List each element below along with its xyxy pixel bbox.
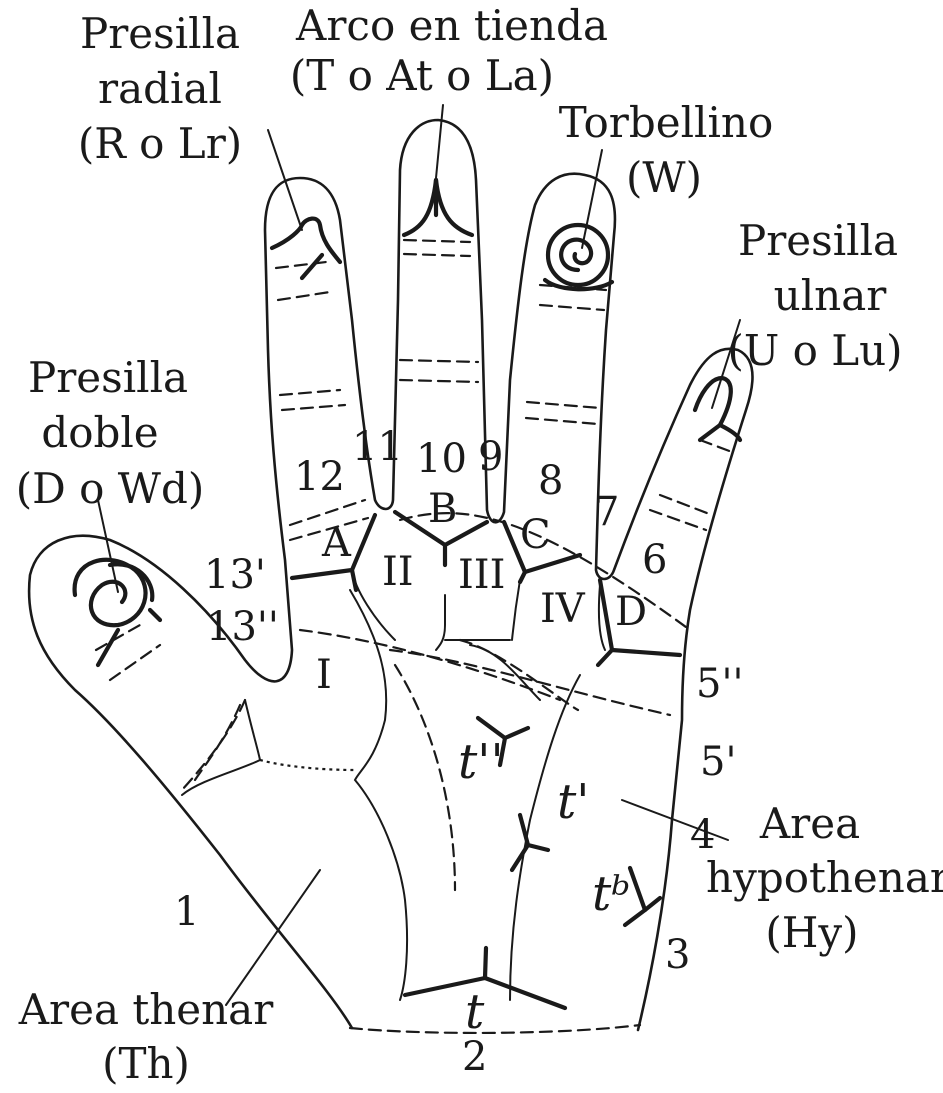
label-presilla-radial-2: radial bbox=[98, 64, 222, 113]
triradius-d-label: D bbox=[615, 589, 647, 635]
exit-1: 1 bbox=[174, 889, 199, 935]
triradius-t-double-prime-label: t'' bbox=[458, 734, 504, 790]
label-torbellino-1: Torbellino bbox=[559, 98, 774, 147]
exit-13-prime: 13' bbox=[204, 552, 266, 598]
exit-4: 4 bbox=[690, 812, 715, 858]
exit-7: 7 bbox=[594, 489, 619, 535]
label-area-hypothenar-1: Area bbox=[759, 799, 860, 848]
label-presilla-ulnar-1: Presilla bbox=[738, 216, 898, 265]
triradius-c-label: C bbox=[520, 512, 551, 558]
wrist-line bbox=[350, 1025, 640, 1033]
whorl-pattern bbox=[545, 225, 612, 289]
label-presilla-ulnar-3: (U o Lu) bbox=[727, 326, 902, 375]
label-presilla-radial-3: (R o Lr) bbox=[78, 119, 242, 168]
triradius-tb-label: tᵇ bbox=[592, 866, 630, 922]
exit-3: 3 bbox=[665, 932, 690, 978]
label-presilla-doble-2: doble bbox=[41, 408, 158, 457]
label-area-hypothenar-3: (Hy) bbox=[765, 908, 858, 957]
palmar-triradii-labels: t t' t'' tᵇ bbox=[458, 734, 630, 1040]
triradius-b-label: B bbox=[428, 486, 457, 532]
area-iii-label: III bbox=[458, 552, 505, 598]
label-presilla-ulnar-2: ulnar bbox=[774, 271, 888, 320]
label-torbellino-2: (W) bbox=[626, 153, 702, 202]
exit-10: 10 bbox=[416, 436, 467, 482]
ulnar-loop-pattern bbox=[695, 378, 740, 440]
exit-12: 12 bbox=[294, 454, 345, 500]
triradius-t-prime-label: t' bbox=[557, 774, 589, 830]
label-area-thenar-1: Area thenar bbox=[18, 985, 275, 1034]
label-area-thenar-2: (Th) bbox=[102, 1039, 190, 1088]
area-labels: Presilla radial (R o Lr) Arco en tienda … bbox=[16, 1, 943, 1088]
exit-2: 2 bbox=[462, 1034, 487, 1080]
exit-6: 6 bbox=[642, 537, 667, 583]
area-iv-label: IV bbox=[540, 586, 586, 632]
label-area-hypothenar-2: hypothenar bbox=[706, 853, 943, 902]
double-loop-pattern bbox=[75, 560, 160, 665]
exit-8: 8 bbox=[538, 458, 563, 504]
label-arco-en-tienda-2: (T o At o La) bbox=[290, 51, 554, 100]
exit-9: 9 bbox=[478, 434, 503, 480]
area-i-label: I bbox=[316, 652, 332, 698]
label-presilla-radial-1: Presilla bbox=[80, 9, 240, 58]
exit-5-double-prime: 5'' bbox=[696, 661, 743, 707]
radial-loop-pattern bbox=[272, 219, 340, 262]
label-presilla-doble-1: Presilla bbox=[28, 353, 188, 402]
interdigital-area-labels: I II III IV bbox=[316, 549, 586, 698]
label-arco-en-tienda-1: Arco en tienda bbox=[295, 1, 608, 50]
exit-5-prime: 5' bbox=[700, 739, 736, 785]
triradius-a-label: A bbox=[321, 520, 352, 566]
exit-13-double-prime: 13'' bbox=[206, 604, 279, 650]
triradius-t-label: t bbox=[465, 984, 485, 1040]
area-ii-label: II bbox=[382, 549, 414, 595]
exit-11: 11 bbox=[352, 424, 403, 470]
label-presilla-doble-3: (D o Wd) bbox=[16, 464, 205, 513]
